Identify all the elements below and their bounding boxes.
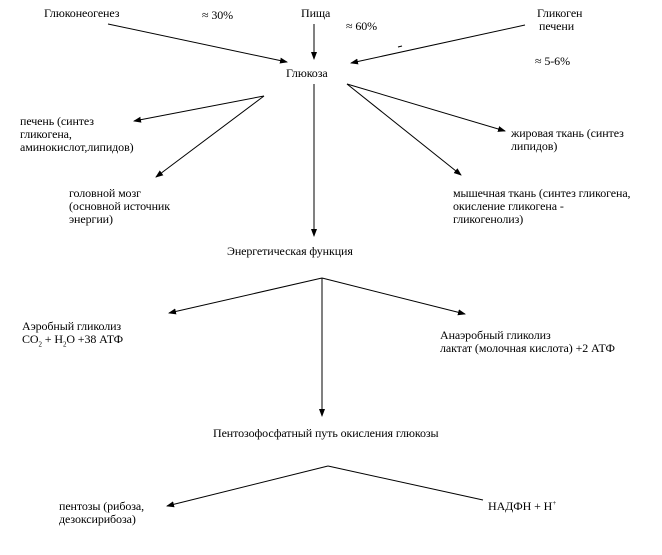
liver-glycogen-percent: ≈ 5-6% [535,54,570,68]
gluconeogenesis-label: Глюконеогенез [44,6,120,20]
gluconeogenesis-percent: ≈ 30% [202,8,234,22]
adipose-consumer-line1: жировая ткань (синтез [511,126,624,140]
muscle-consumer-line2: окисление гликогена - [453,199,564,213]
pentose-pathway-label: Пентозофосфатный путь окисления глюкозы [213,426,439,440]
glucose-label: Глюкоза [286,66,328,80]
arrow-glucose-to-adipose [346,83,506,132]
arrow-glucose-to-brain [155,95,265,178]
adipose-consumer-label: жировая ткань (синтез липидов) [511,127,624,153]
liver-consumer-line2: гликогена, [20,127,72,141]
pentoses-line1: пентозы (рибоза, [59,499,145,513]
line-pentose-to-nadph [327,465,484,501]
liver-glycogen-line2: печени [539,19,575,33]
arrow-energy-to-anaerobic [321,277,466,316]
food-percent: ≈ 60% [346,19,378,33]
aerobic-line1: Аэробный гликолиз [22,319,122,333]
arrow-energy-to-aerobic [168,277,323,315]
anaerobic-glycolysis-label: Анаэробный гликолиз лактат (молочная кис… [440,329,615,355]
muscle-consumer-label: мышечная ткань (синтез гликогена, окисле… [453,186,631,226]
aerobic-line2: CO2 + H2O +38 АТФ [22,332,124,349]
liver-consumer-line1: печень (синтез [20,114,94,128]
food-label: Пища [301,6,331,20]
brain-consumer-line2: (основной источник [69,199,170,213]
aerobic-glycolysis-label: Аэробный гликолиз CO2 + H2O +38 АТФ [22,319,124,349]
brain-consumer-label: головной мозг (основной источник энергии… [69,187,170,226]
liver-glycogen-line1: Гликоген [537,6,583,20]
anaerobic-line1: Анаэробный гликолиз [440,328,551,342]
brain-consumer-line3: энергии) [69,212,113,226]
arrow-pentose-to-sugars [166,465,329,508]
liver-consumer-line3: аминокислот,липидов) [20,140,134,154]
pentoses-label: пентозы (рибоза, дезоксирибоза) [59,500,144,526]
adipose-consumer-line2: липидов) [511,139,558,153]
pentoses-line2: дезоксирибоза) [59,512,136,526]
tick-mark [397,45,403,48]
muscle-consumer-line3: гликогенолиз) [453,212,524,226]
muscle-consumer-line1: мышечная ткань (синтез гликогена, [453,186,631,200]
arrow-glucose-to-liver [133,95,265,123]
liver-glycogen-label: Гликоген печени [537,7,582,33]
arrow-glucose-to-muscle [346,83,462,176]
energy-function-label: Энергетическая функция [227,244,353,258]
arrow-glycogen-to-glucose [350,24,526,65]
liver-consumer-label: печень (синтез гликогена, аминокислот,ли… [20,115,134,154]
arrow-gluconeogenesis-to-glucose [107,23,288,64]
brain-consumer-line1: головной мозг [69,186,141,200]
anaerobic-line2: лактат (молочная кислота) +2 АТФ [440,341,615,355]
nadph-label: НАДФН + Н+ [488,499,557,513]
